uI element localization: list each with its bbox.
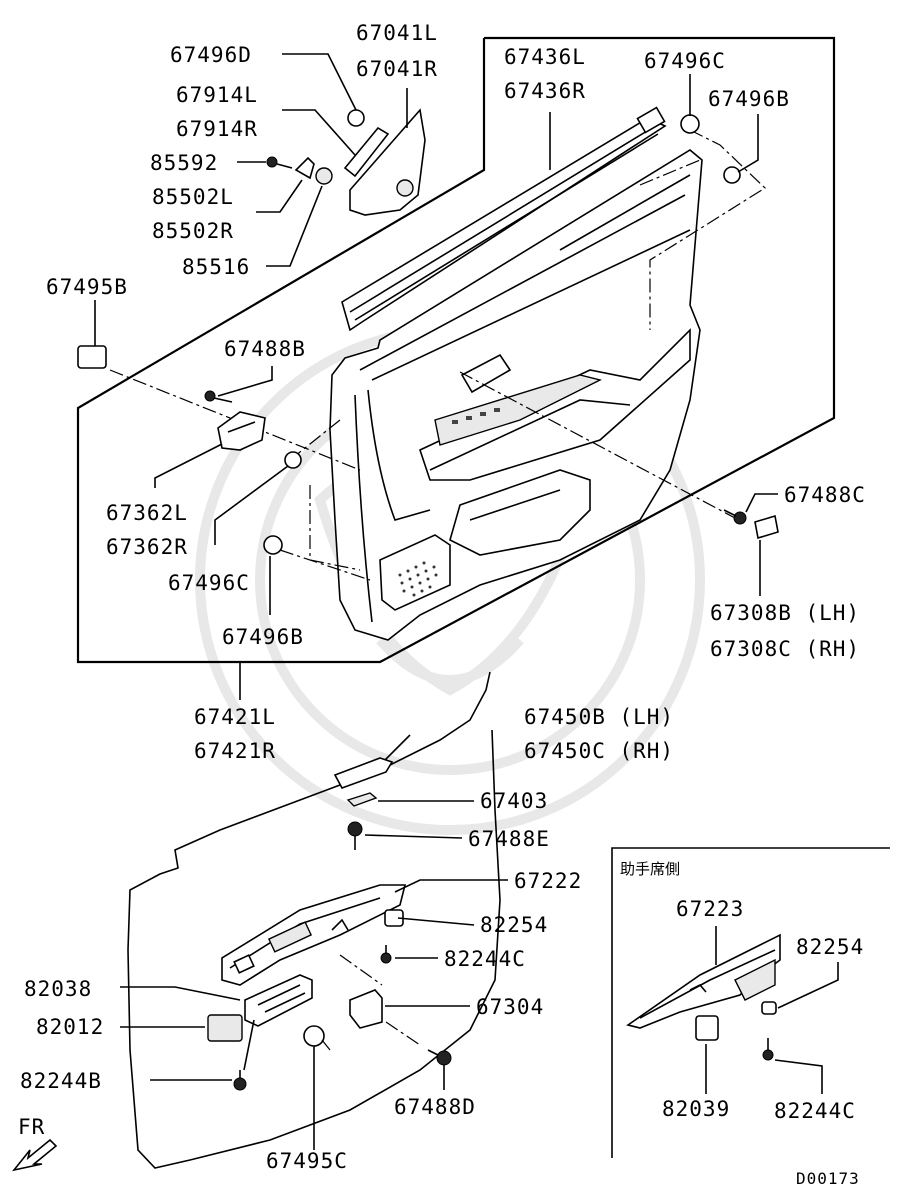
label-67223: 67223 (676, 897, 744, 921)
switch-82038 (244, 974, 313, 1027)
label-67421R: 67421R (194, 739, 276, 763)
label-67488C: 67488C (784, 483, 866, 507)
passenger-side-inset (611, 847, 890, 1158)
door-trim-assembly (76, 36, 836, 664)
label-67450B: 67450B (LH) (524, 705, 674, 729)
speaker-grille (379, 534, 451, 611)
label-67308B: 67308B (LH) (710, 601, 860, 625)
inset-title: 助手席側 (620, 860, 680, 878)
switch-panel-assembly (127, 671, 501, 1169)
label-67436R: 67436R (504, 79, 586, 103)
label-67495B: 67495B (46, 275, 128, 299)
fr-label: FR (18, 1115, 45, 1139)
clip-67495C (303, 1025, 325, 1047)
part-labels: 67496D 67041L 67041R 67914L 67914R 85592… (20, 21, 866, 1187)
label-67496B-mid: 67496B (222, 625, 304, 649)
pad-67403 (346, 792, 378, 807)
bezel-67450 (333, 757, 394, 789)
label-67496D: 67496D (170, 43, 252, 67)
label-67914R: 67914R (176, 117, 258, 141)
label-85502R: 85502R (152, 219, 234, 243)
cap-67308 (754, 514, 779, 540)
switch-82012 (207, 1014, 243, 1042)
label-67403: 67403 (480, 789, 548, 813)
label-82039: 82039 (662, 1097, 730, 1121)
front-direction-arrow: FR (11, 1115, 58, 1172)
label-67496B-top: 67496B (708, 87, 790, 111)
label-67308C: 67308C (RH) (710, 637, 860, 661)
label-67222: 67222 (514, 869, 582, 893)
label-67362R: 67362R (106, 535, 188, 559)
label-67488D: 67488D (394, 1095, 476, 1119)
clip-67496B-top (723, 166, 741, 184)
label-67488B: 67488B (224, 337, 306, 361)
label-67496C-mid: 67496C (168, 571, 250, 595)
bracket-67362 (217, 411, 266, 451)
label-82254: 82254 (480, 913, 548, 937)
clip-67495B (77, 345, 107, 369)
label-82244B: 82244B (20, 1069, 102, 1093)
bracket-67304 (349, 989, 383, 1029)
label-67495C: 67495C (266, 1149, 348, 1173)
label-82038: 82038 (24, 977, 92, 1001)
leader-lines-lower (120, 734, 508, 1150)
label-85592: 85592 (150, 151, 218, 175)
label-67362L: 67362L (106, 501, 188, 525)
label-67041L: 67041L (356, 21, 438, 45)
label-67914L: 67914L (176, 83, 258, 107)
leader-lines-upper (94, 53, 778, 700)
label-inset-82244C: 82244C (774, 1099, 856, 1123)
label-67488E: 67488E (468, 827, 550, 851)
label-67496C-top: 67496C (644, 49, 726, 73)
label-67450C: 67450C (RH) (524, 739, 674, 763)
switch-panel-67222 (221, 884, 407, 986)
clip-67496C-top (680, 114, 700, 134)
label-82244C: 82244C (444, 947, 526, 971)
label-67041R: 67041R (356, 57, 438, 81)
label-67436L: 67436L (504, 45, 586, 69)
weatherstrip-67436 (341, 117, 667, 332)
label-inset-82254: 82254 (796, 935, 864, 959)
label-67304: 67304 (476, 995, 544, 1019)
label-82012: 82012 (36, 1015, 104, 1039)
label-85502L: 85502L (152, 185, 234, 209)
label-85516: 85516 (182, 255, 250, 279)
door-trim-frame (76, 36, 836, 664)
label-67421L: 67421L (194, 705, 276, 729)
diagram-code: D00173 (796, 1169, 860, 1187)
